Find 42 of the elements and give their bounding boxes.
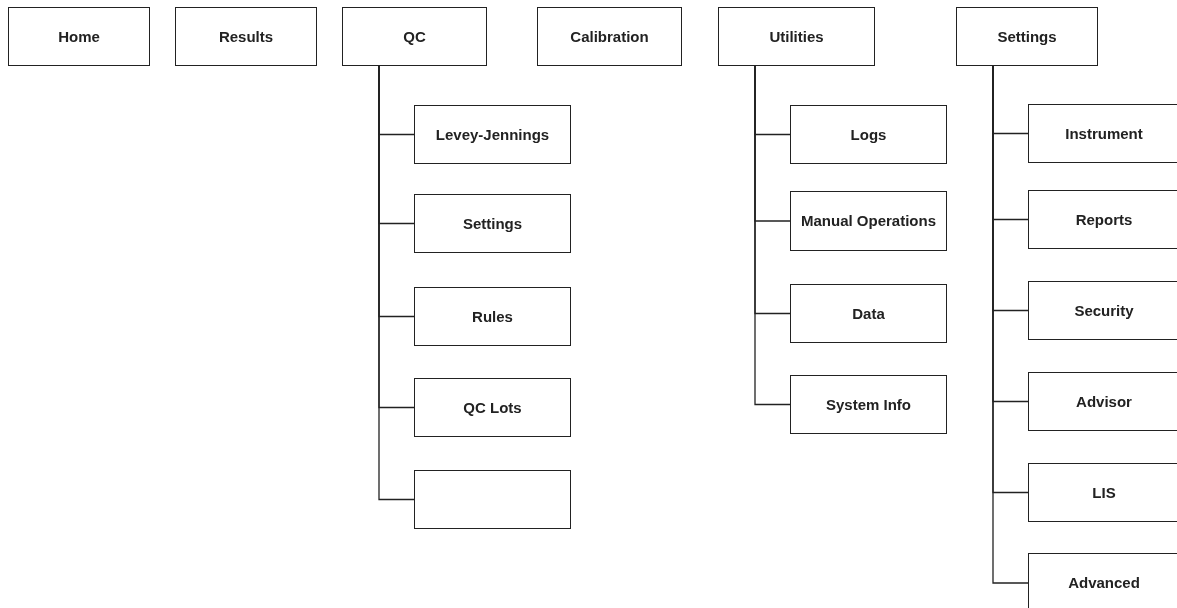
empty-box	[414, 470, 571, 529]
menu-box	[790, 284, 947, 343]
menu-box	[1028, 281, 1177, 340]
menu-label: Levey-Jennings	[435, 124, 550, 145]
menu-box	[1028, 372, 1177, 431]
menu-label: Advisor	[1076, 391, 1132, 412]
menu-box	[1028, 463, 1177, 522]
menu-box	[790, 375, 947, 434]
menu-box	[956, 7, 1098, 66]
menu-label: Results	[218, 26, 274, 47]
connector-line	[754, 65, 791, 406]
menu-box	[718, 7, 875, 66]
menu-box	[342, 7, 487, 66]
menu-label: Manual Operations	[801, 211, 936, 231]
menu-label: Instrument	[1065, 123, 1143, 144]
menu-label: System Info	[826, 394, 911, 415]
menu-box	[1028, 190, 1177, 249]
menu-box	[175, 7, 317, 66]
menu-box	[790, 191, 947, 251]
menu-box	[414, 105, 571, 164]
menu-label: QC	[403, 26, 426, 47]
menu-box	[1028, 104, 1177, 163]
menu-label: Calibration	[570, 26, 649, 47]
menu-label: Rules	[472, 306, 513, 327]
menu-label: QC Lots	[463, 397, 522, 418]
menu-label: Security	[1074, 300, 1134, 321]
menu-label: LIS	[1092, 482, 1116, 503]
menu-box	[8, 7, 150, 66]
menu-box	[537, 7, 682, 66]
menu-label: Settings	[462, 213, 523, 234]
menu-label: Reports	[1075, 209, 1133, 230]
menu-label: Data	[852, 303, 885, 324]
menu-box	[414, 194, 571, 253]
menu-label: Advanced	[1068, 573, 1140, 593]
menu-box	[414, 378, 571, 437]
menu-box	[414, 287, 571, 346]
menu-label: Home	[58, 26, 100, 47]
menu-box	[1028, 553, 1177, 608]
menu-label: Utilities	[769, 26, 824, 47]
menu-box	[790, 105, 947, 164]
menu-label: Settings	[997, 26, 1057, 47]
menu-label: Logs	[850, 124, 887, 145]
